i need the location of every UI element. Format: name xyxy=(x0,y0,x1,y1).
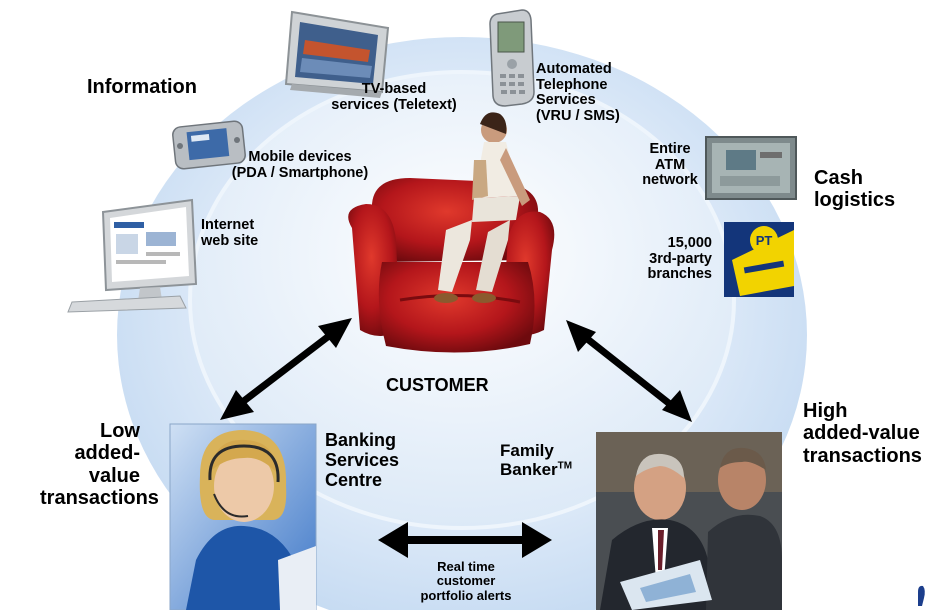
telephone-line-1: Automated xyxy=(536,61,612,77)
high-value-label: High added-value transactions xyxy=(803,400,922,467)
internet-label: Internet web site xyxy=(201,217,259,249)
internet-line-2: web site xyxy=(201,232,259,249)
realtime-line-3: portfolio alerts xyxy=(420,587,512,603)
high-line-2: added-value xyxy=(803,422,920,445)
realtime-alerts-label: Real time customer portfolio alerts xyxy=(400,559,532,603)
family-banker-label: Family BankerTM xyxy=(500,441,572,479)
high-line-1: High xyxy=(803,400,848,422)
telephone-services-label: Automated Telephone Services (VRU / SMS) xyxy=(536,61,620,125)
tv-services-line-2: services (Teletext) xyxy=(331,96,457,113)
tv-services-label: TV-based services (Teletext) xyxy=(328,81,460,113)
branches-line-3: branches xyxy=(647,266,712,283)
branches-label: 15,000 3rd-party branches xyxy=(630,235,712,283)
low-line-1: Low xyxy=(100,420,140,442)
banking-line-1: Banking xyxy=(325,430,397,450)
tv-services-line-1: TV-based xyxy=(361,81,427,97)
telephone-line-2: Telephone xyxy=(536,76,608,93)
cash-logistics-label: Cash logistics xyxy=(814,167,895,212)
atm-line-1: Entire xyxy=(649,141,691,157)
realtime-line-1: Real time xyxy=(437,559,495,574)
low-line-2: added-value xyxy=(74,442,140,487)
atm-line-2: ATM xyxy=(654,156,686,173)
atm-label: Entire ATM network xyxy=(642,141,698,189)
banking-centre-label: Banking Services Centre xyxy=(325,430,399,490)
cash-line-2: logistics xyxy=(814,189,896,212)
telephone-line-4: (VRU / SMS) xyxy=(536,107,620,124)
mobile-line-2: (PDA / Smartphone) xyxy=(231,164,369,181)
mobile-line-1: Mobile devices xyxy=(248,149,352,165)
low-value-label: Low added-value transactions xyxy=(40,420,159,510)
atm-line-3: network xyxy=(642,172,698,189)
logo-text: PT xyxy=(756,233,773,248)
family-line-2-text: Banker xyxy=(500,460,558,480)
customer-label: CUSTOMER xyxy=(386,375,489,395)
information-label: Information xyxy=(87,76,197,98)
banking-line-3: Centre xyxy=(325,470,383,491)
mobile-devices-label: Mobile devices (PDA / Smartphone) xyxy=(206,149,394,181)
telephone-line-3: Services xyxy=(536,92,596,109)
trademark-mark: TM xyxy=(557,460,573,472)
branches-line-1: 15,000 xyxy=(667,235,712,251)
cash-line-1: Cash xyxy=(814,167,863,189)
family-line-1: Family xyxy=(500,441,554,460)
internet-line-1: Internet xyxy=(201,217,255,233)
high-line-3: transactions xyxy=(803,444,922,467)
realtime-line-2: customer xyxy=(436,573,496,589)
family-line-2: BankerTM xyxy=(500,460,572,479)
branches-line-2: 3rd-party xyxy=(649,250,712,267)
banking-line-2: Services xyxy=(325,450,400,471)
low-line-3: transactions xyxy=(40,487,159,510)
